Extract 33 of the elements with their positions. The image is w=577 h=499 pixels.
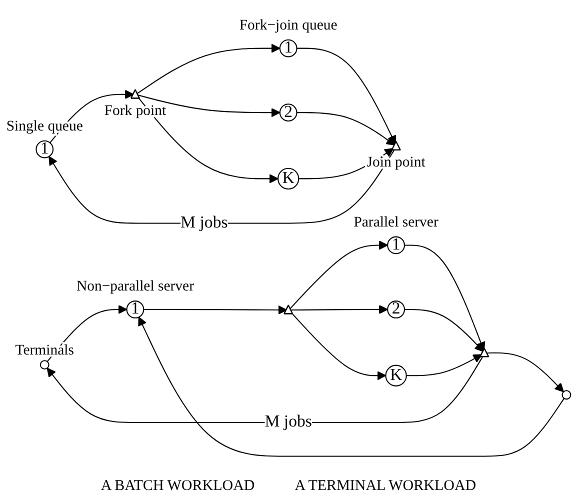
node-circle: 2	[387, 300, 405, 318]
diagram-caption: A BATCH WORKLOAD	[100, 478, 255, 495]
node-circle: 2	[279, 104, 298, 122]
arrow	[290, 304, 388, 314]
node-caption: Parallel server	[354, 214, 438, 230]
arrow	[137, 44, 280, 94]
edge-label: M jobs	[264, 413, 312, 431]
node-circle	[562, 390, 572, 400]
diagram-caption: A TERMINAL WORKLOAD	[294, 478, 476, 495]
node-circle: 1	[279, 39, 298, 58]
arrow	[138, 316, 565, 457]
node-circle: 1	[387, 236, 405, 254]
arrow	[290, 240, 388, 309]
node-caption: Non−parallel server	[76, 278, 194, 295]
arrow	[144, 305, 288, 315]
arrow	[404, 308, 484, 352]
node-circle: 1	[126, 300, 144, 318]
arrow	[406, 354, 482, 376]
node-circle	[40, 360, 50, 370]
edge-label: M jobs	[180, 214, 228, 232]
arrow	[46, 356, 483, 424]
arrow	[138, 98, 278, 184]
arrow	[296, 112, 396, 146]
arrow	[48, 150, 394, 224]
node-caption: Fork−join queue	[239, 17, 338, 34]
node-circle: K	[278, 168, 300, 190]
node-circle: 1	[36, 140, 54, 158]
arrow	[138, 94, 280, 118]
arrow	[292, 314, 386, 380]
arrow	[404, 244, 486, 351]
arrow	[486, 352, 564, 392]
arrow	[296, 48, 396, 144]
node-circle: K	[385, 364, 407, 386]
